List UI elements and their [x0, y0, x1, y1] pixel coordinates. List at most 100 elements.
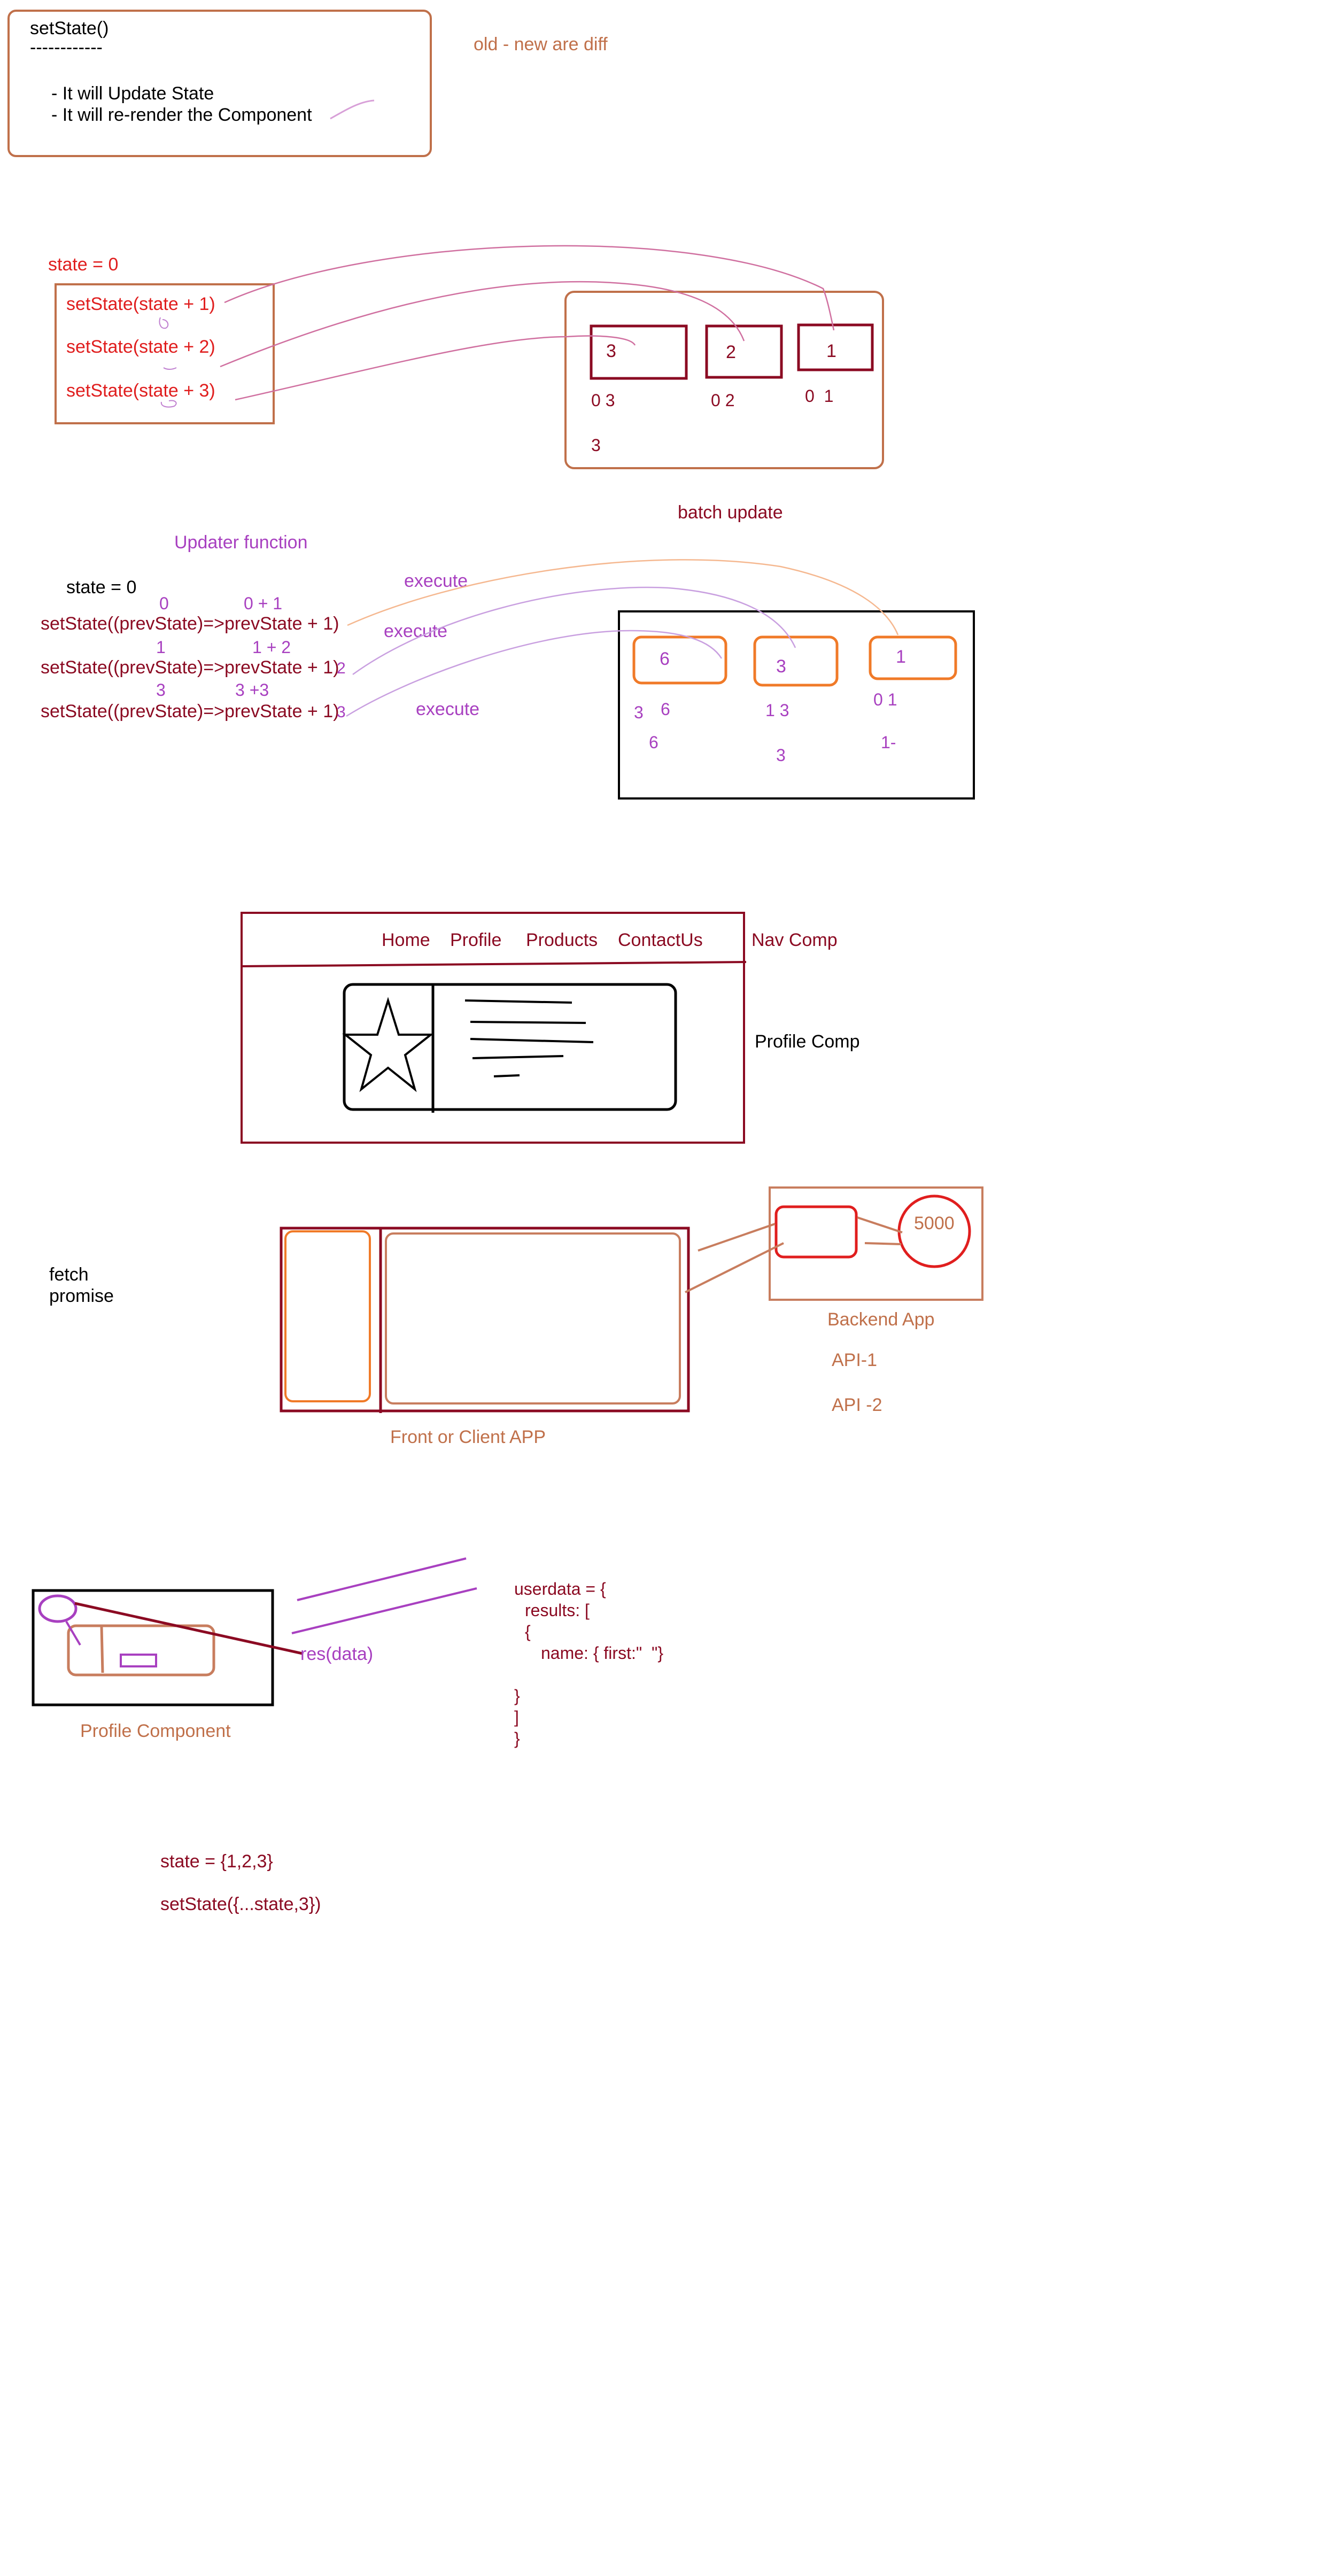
spread-state-line: state = {1,2,3} — [160, 1851, 273, 1872]
fetch-section: fetch promise Front or Client APP 5000 B… — [49, 1186, 983, 1447]
profile-inner-card — [67, 1624, 215, 1677]
text-line-placeholder — [470, 1021, 586, 1024]
setstate-note: setState() ------------ - It will Update… — [7, 10, 432, 157]
batch-box-1 — [590, 324, 688, 380]
spread-setstate-line: setState({...state,3}) — [160, 1894, 321, 1914]
doodle-mark — [160, 400, 177, 408]
batch-box-3 — [797, 323, 874, 371]
setstate-note-box — [7, 10, 432, 157]
connector-line — [220, 281, 745, 368]
connector-line — [698, 1223, 776, 1252]
avatar-pointer — [65, 1620, 81, 1646]
updater-box-1-value: 6 — [660, 649, 670, 669]
frontend-sidebar — [284, 1230, 371, 1402]
text-line-placeholder — [470, 1038, 594, 1043]
res-data-label: res(data) — [300, 1644, 373, 1664]
batch-state-init: state = 0 — [48, 254, 118, 275]
star-icon — [342, 997, 434, 1092]
batch-call-3: setState(state + 3) — [66, 381, 215, 401]
updater-annotation: 0 + 1 — [244, 594, 282, 613]
updater-box-3-value: 1 — [896, 647, 906, 667]
updater-annotation: 3 +3 — [235, 680, 269, 700]
batch-box-1-value: 3 — [606, 341, 616, 361]
updater-box-2 — [753, 635, 839, 687]
frontend-frame — [280, 1227, 690, 1413]
nav-comp-label: Nav Comp — [752, 930, 838, 950]
batch-caption: batch update — [678, 502, 783, 523]
execute-label: execute — [416, 699, 479, 719]
api-response-line — [291, 1587, 477, 1634]
updater-annotation: 1 + 2 — [252, 638, 291, 657]
code-line: { — [525, 1622, 531, 1641]
api-label-1: API-1 — [832, 1350, 877, 1370]
updater-annotation: 1 — [156, 638, 166, 657]
spread-section: state = {1,2,3} setState({...state,3}) — [160, 1851, 321, 1914]
frontend-label: Front or Client APP — [390, 1427, 546, 1447]
code-line: } — [514, 1729, 520, 1748]
updater-box-note: 0 1 — [873, 690, 897, 709]
batch-box-2 — [705, 324, 783, 379]
batch-extra-note: 3 — [591, 436, 601, 455]
promise-note: promise — [49, 1286, 114, 1306]
updater-box-note: 1- — [881, 733, 896, 752]
updater-box-note: 3 — [634, 703, 644, 722]
nav-item-profile: Profile — [450, 930, 501, 950]
nav-item-contactus: ContactUs — [618, 930, 703, 950]
batch-box-3-note: 0 1 — [805, 386, 833, 406]
updater-overwrite: 2 — [337, 659, 346, 677]
profile-card — [343, 983, 677, 1111]
text-line-placeholder — [464, 999, 572, 1004]
api-box — [774, 1205, 858, 1259]
backend-label: Backend App — [827, 1309, 934, 1330]
frontend-content — [385, 1232, 681, 1405]
api-response-line — [297, 1557, 467, 1601]
connector-line — [235, 335, 636, 401]
doodle-mark — [159, 317, 169, 329]
diff-note: old - new are diff — [474, 34, 608, 55]
fetch-note: fetch — [49, 1264, 89, 1285]
nav-item-products: Products — [526, 930, 598, 950]
batch-call-1: setState(state + 1) — [66, 294, 215, 314]
connector-line — [352, 586, 796, 676]
updater-call-3: setState((prevState)=>prevState + 1) — [41, 701, 339, 721]
updater-box-note: 3 — [776, 746, 786, 765]
updater-box-note: 6 — [649, 733, 658, 752]
batch-queue-box — [564, 291, 884, 469]
scribble-mark — [330, 99, 375, 120]
connector-line — [347, 559, 899, 635]
text-line-placeholder — [472, 1055, 564, 1059]
profile-comp-label: Profile Comp — [755, 1031, 860, 1052]
updater-annotation: 3 — [156, 680, 166, 700]
updater-box-note: 6 — [661, 700, 670, 719]
text-line-placeholder — [493, 1074, 520, 1077]
profile-inner-divider — [100, 1626, 104, 1673]
updater-box-3 — [869, 635, 957, 680]
updater-annotation: 0 — [159, 594, 169, 613]
batch-section: state = 0 setState(state + 1) setState(s… — [48, 245, 884, 523]
profile-inner-field — [120, 1654, 157, 1667]
execute-label: execute — [404, 571, 468, 591]
setstate-note-title: setState() — [30, 18, 109, 38]
backend-frame — [769, 1186, 983, 1301]
api-label-2: API -2 — [832, 1395, 882, 1415]
server-port: 5000 — [914, 1213, 955, 1233]
batch-box-1-note: 0 3 — [591, 391, 615, 410]
profile-component-label: Profile Component — [80, 1721, 231, 1741]
updater-call-1: setState((prevState)=>prevState + 1) — [41, 614, 339, 634]
res-connector — [74, 1602, 303, 1655]
setstate-note-line1: - It will Update State — [51, 83, 214, 104]
avatar-circle — [38, 1594, 78, 1623]
updater-box-1 — [632, 635, 727, 685]
code-line: } — [514, 1686, 520, 1705]
updater-call-2: setState((prevState)=>prevState + 1) — [41, 657, 339, 678]
updater-section: Updater function state = 0 0 0 + 1 setSt… — [41, 532, 975, 800]
connector-line — [346, 630, 723, 717]
code-line: results: [ — [525, 1601, 590, 1620]
code-line: ] — [514, 1708, 519, 1727]
connector-line — [224, 245, 835, 331]
code-line: name: { first:" "} — [541, 1643, 663, 1663]
updater-overwrite: 3 — [337, 703, 346, 721]
updater-state-init: state = 0 — [66, 577, 136, 598]
batch-box-3-value: 1 — [826, 341, 836, 361]
